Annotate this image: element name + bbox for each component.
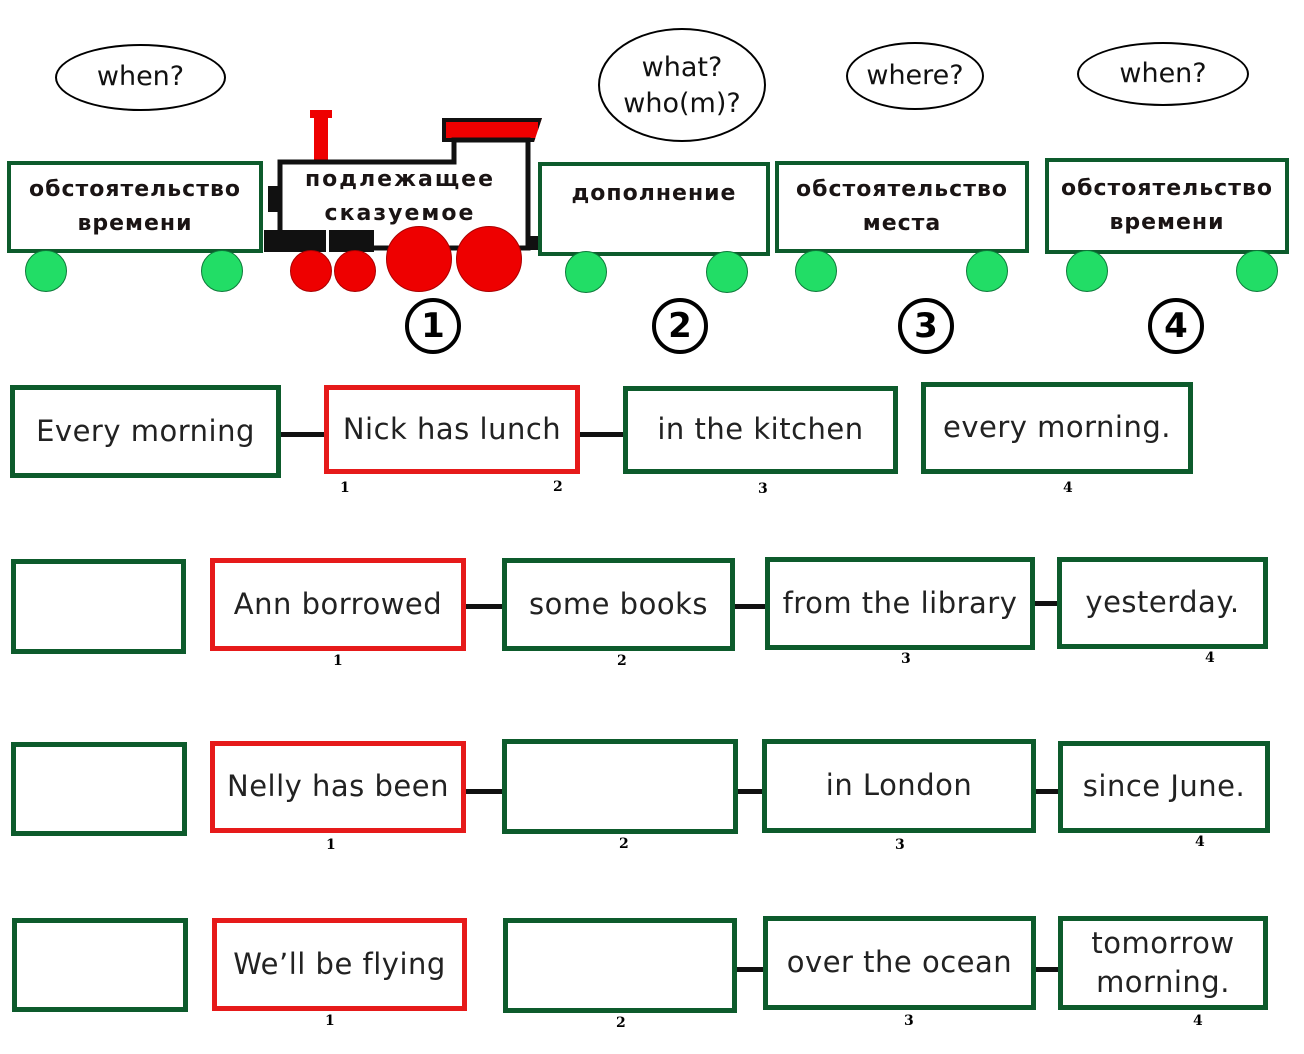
subscript-number: 3 (895, 837, 905, 853)
connector (578, 432, 626, 437)
cell-time-right: since June. (1058, 741, 1270, 833)
cell-subject-predicate: Nelly has been (210, 741, 466, 833)
question-bubble-where: where? (846, 42, 984, 110)
column-number-4: 4 (1148, 298, 1204, 354)
cell-place: from the library (765, 557, 1035, 650)
question-bubble-when-left: when? (55, 44, 226, 111)
subscript-number: 1 (326, 837, 336, 853)
subscript-number: 1 (325, 1013, 335, 1029)
question-bubble-what-whom: what? who(m)? (598, 28, 766, 142)
cell-subject-predicate: We’ll be flying (212, 918, 467, 1011)
small-wheel (334, 250, 376, 292)
cell-time-right: every morning. (921, 382, 1193, 474)
cell-time-left-empty[interactable] (11, 559, 186, 654)
connector (278, 432, 328, 437)
subscript-number: 3 (904, 1013, 914, 1029)
chimney-cap (310, 110, 332, 118)
subscript-number: 4 (1195, 834, 1205, 850)
cell-subject-predicate: Nick has lunch (324, 385, 580, 474)
cell-place: in the kitchen (623, 386, 898, 474)
connector (1033, 967, 1061, 972)
cell-object: some books (502, 558, 735, 651)
wheel (1236, 250, 1278, 292)
wheel (706, 251, 748, 293)
connector (735, 789, 767, 794)
car-place: обстоятельство места (775, 161, 1029, 253)
big-wheel (386, 226, 452, 292)
car-time-right: обстоятельство времени (1045, 158, 1289, 254)
wheel (201, 250, 243, 292)
subscript-number: 4 (1063, 480, 1073, 496)
subscript-number: 2 (553, 479, 563, 495)
cell-time-left-empty[interactable] (12, 918, 188, 1012)
wheel (966, 250, 1008, 292)
subscript-number: 1 (333, 653, 343, 669)
connector (732, 604, 768, 609)
big-wheel (456, 226, 522, 292)
cell-place: over the ocean (763, 916, 1036, 1010)
subscript-number: 3 (901, 651, 911, 667)
cell-time-left-empty[interactable] (11, 742, 187, 836)
frame-block-divider (326, 230, 329, 252)
cell-time-right: tomorrow morning. (1058, 916, 1268, 1010)
small-wheel (290, 250, 332, 292)
wheel (565, 251, 607, 293)
wheel (1066, 250, 1108, 292)
connector (734, 967, 768, 972)
car-object: дополнение (538, 162, 770, 256)
cell-time-left: Every morning (10, 385, 281, 478)
cell-place: in London (762, 739, 1036, 833)
buffer-right (526, 236, 540, 250)
subscript-number: 2 (616, 1015, 626, 1031)
subscript-number: 4 (1205, 650, 1215, 666)
cell-subject-predicate: Ann borrowed (210, 558, 466, 651)
column-number-1: 1 (405, 298, 461, 354)
subscript-number: 1 (340, 480, 350, 496)
car-time-left: обстоятельство времени (7, 161, 263, 253)
connector (462, 789, 506, 794)
wheel (25, 250, 67, 292)
chimney (314, 116, 328, 164)
engine-label: подлежащее сказуемое (304, 166, 496, 226)
connector (462, 604, 506, 609)
subscript-number: 4 (1193, 1013, 1203, 1029)
connector (1032, 601, 1060, 606)
subscript-number: 2 (619, 836, 629, 852)
subscript-number: 2 (617, 653, 627, 669)
subscript-number: 3 (758, 481, 768, 497)
frame-block (264, 230, 374, 252)
question-bubble-when-right: when? (1077, 42, 1249, 106)
cell-object-empty[interactable] (502, 739, 738, 834)
cell-object-empty[interactable] (503, 918, 737, 1013)
buffer-left (268, 186, 278, 212)
column-number-2: 2 (652, 298, 708, 354)
wheel (795, 250, 837, 292)
connector (1033, 789, 1061, 794)
cell-time-right: yesterday. (1057, 557, 1268, 649)
column-number-3: 3 (898, 298, 954, 354)
